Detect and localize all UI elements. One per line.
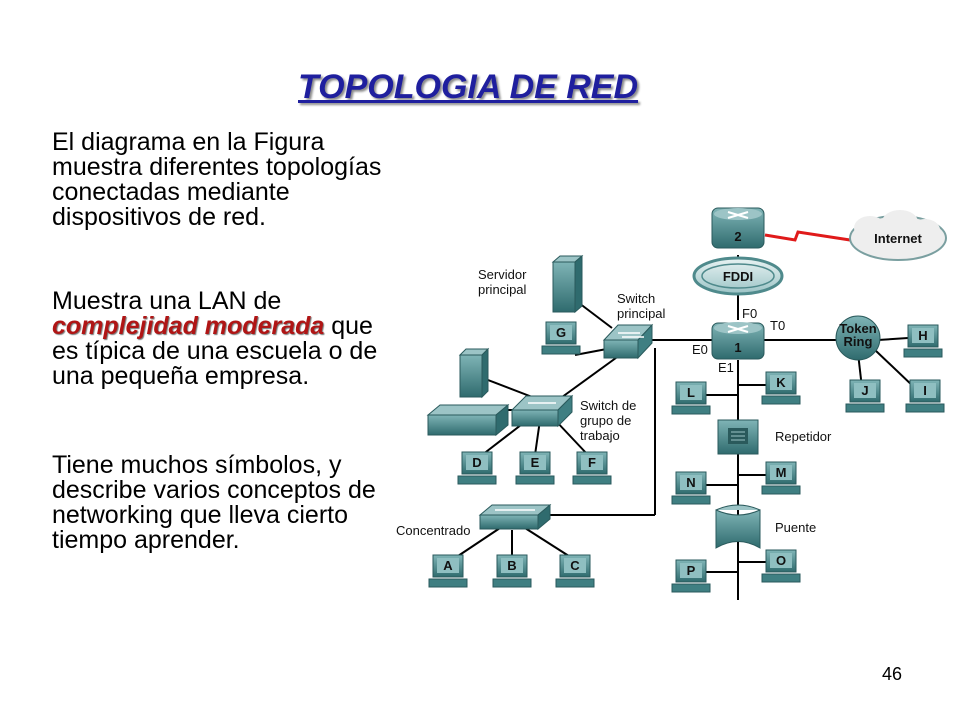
servidor-label-2: principal	[478, 282, 527, 297]
pc-h: H	[903, 324, 943, 358]
pc-g: G	[541, 321, 581, 355]
page-number: 46	[882, 664, 903, 684]
pc-i-label: I	[923, 383, 927, 398]
link-ring-h	[877, 337, 909, 341]
switch-principal-label-1: Switch	[617, 291, 655, 306]
switch-principal-label-2: principal	[617, 306, 666, 321]
port-f0-label: F0	[742, 306, 757, 321]
port-e1-label: E1	[718, 360, 734, 375]
pc-b: B	[492, 554, 532, 588]
pc-b-label: B	[507, 558, 516, 573]
slide-title: TOPOLOGIA DE RED	[298, 68, 639, 106]
pc-c: C	[555, 554, 595, 588]
main-switch-icon	[602, 323, 654, 360]
concentrado-label: Concentrado	[396, 523, 470, 538]
port-e0-label: E0	[692, 342, 708, 357]
router-2-icon: 2	[711, 207, 765, 249]
pc-o: O	[761, 549, 801, 583]
fddi-label: FDDI	[723, 269, 753, 284]
repetidor-label: Repetidor	[775, 429, 832, 444]
pc-n-label: N	[686, 475, 695, 490]
pc-a-label: A	[443, 558, 453, 573]
pc-e-label: E	[531, 455, 540, 470]
link-wg-f	[554, 419, 589, 456]
pc-j: J	[845, 379, 885, 413]
link-switch-workgroup	[557, 354, 621, 401]
router-1-icon: 1	[711, 322, 765, 360]
pc-k-label: K	[776, 375, 786, 390]
workgroup-switch-icon	[510, 394, 574, 428]
pc-h-label: H	[918, 328, 927, 343]
puente-label: Puente	[775, 520, 816, 535]
router-2-label: 2	[734, 229, 741, 244]
bridge-icon	[715, 504, 761, 549]
network-links	[454, 255, 916, 600]
pc-c-label: C	[570, 558, 580, 573]
link-hub-a	[454, 527, 501, 559]
pc-k: K	[761, 371, 801, 405]
hub-icon	[478, 503, 552, 531]
switch-grupo-label-1: Switch de	[580, 398, 636, 413]
switch-grupo-label-2: grupo de	[580, 413, 631, 428]
pc-l-label: L	[687, 385, 695, 400]
pc-a: A	[428, 554, 468, 588]
paragraph-2-emphasis: complejidad moderada	[52, 312, 325, 340]
link-hub-c	[524, 527, 573, 559]
pc-d-label: D	[472, 455, 481, 470]
pc-n: N	[671, 471, 711, 505]
internet-cloud-icon: Internet	[849, 210, 947, 261]
repeater-icon	[717, 419, 759, 455]
pc-d: D	[457, 451, 497, 485]
paragraph-1: El diagrama en la Figura muestra diferen…	[52, 128, 382, 231]
internet-label: Internet	[874, 231, 922, 246]
pc-p-label: P	[687, 563, 696, 578]
pc-f: F	[572, 451, 612, 485]
wan-link-icon	[764, 230, 851, 242]
pc-m-label: M	[776, 465, 787, 480]
token-label: Token	[839, 321, 876, 336]
servidor-label-1: Servidor	[478, 267, 527, 282]
fddi-ring-icon: FDDI	[692, 256, 784, 296]
pc-m: M	[761, 461, 801, 495]
main-server-icon	[551, 254, 584, 314]
pc-e: E	[515, 451, 555, 485]
paragraph-3: Tiene muchos símbolos, y describe varios…	[52, 451, 376, 554]
paragraph-2: Muestra una LAN de complejidad moderada …	[52, 289, 392, 389]
pc-g-label: G	[556, 325, 566, 340]
link-ring-i	[874, 349, 916, 389]
ring-label: Ring	[844, 334, 873, 349]
pc-j-label: J	[861, 383, 868, 398]
port-t0-label: T0	[770, 318, 785, 333]
pc-f-label: F	[588, 455, 596, 470]
pc-o-label: O	[776, 553, 786, 568]
pc-l: L	[671, 381, 711, 415]
pc-i: I	[905, 379, 945, 413]
router-1-label: 1	[734, 340, 741, 355]
switch-grupo-label-3: trabajo	[580, 428, 620, 443]
token-ring-icon: Token Ring	[835, 315, 881, 361]
workgroup-server-icon	[458, 347, 490, 399]
paragraph-2-pre: Muestra una LAN de	[52, 287, 282, 315]
pc-p: P	[671, 559, 711, 593]
printer-icon	[426, 403, 510, 437]
paragraph-2-post: que es típica de una escuela o de una pe…	[52, 312, 378, 390]
